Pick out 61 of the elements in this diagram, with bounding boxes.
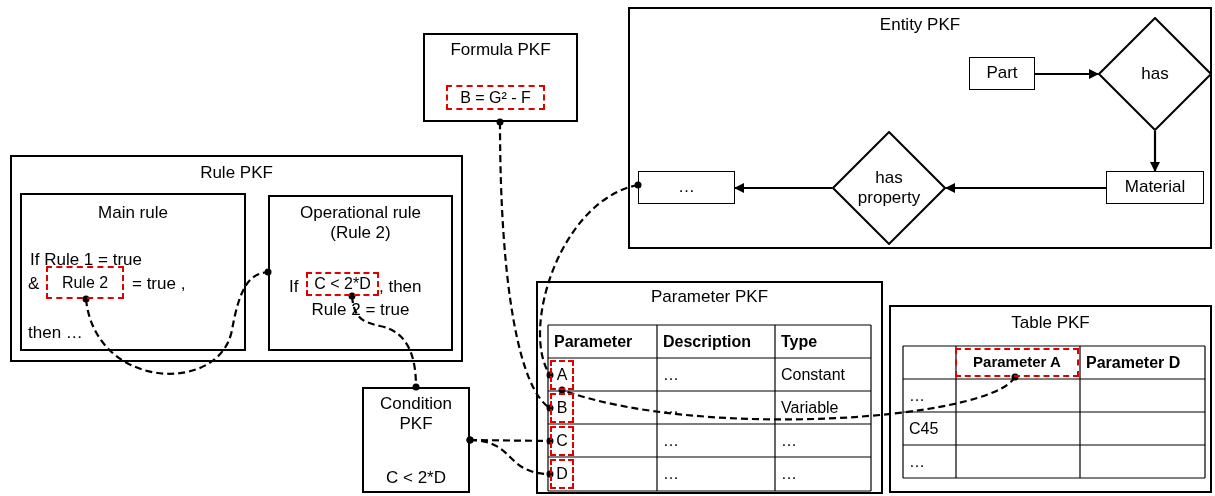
arrow bbox=[945, 183, 1106, 193]
box-title: Table PKF bbox=[1010, 313, 1091, 334]
relation-diamond bbox=[832, 131, 946, 245]
cell-value: … bbox=[781, 464, 797, 484]
connector-line bbox=[466, 436, 554, 478]
group-box bbox=[889, 305, 1212, 493]
rule-text: If bbox=[289, 277, 299, 298]
entity-box: Part bbox=[969, 57, 1035, 90]
arrow bbox=[734, 183, 832, 193]
box-title: Entity PKF bbox=[878, 15, 962, 36]
highlight-box: Rule 2 bbox=[46, 266, 124, 299]
column-header: Type bbox=[781, 332, 818, 352]
box-title: Parameter PKF bbox=[649, 287, 770, 308]
cell-value: … bbox=[663, 365, 679, 385]
column-header: Parameter D bbox=[1086, 353, 1181, 373]
arrow bbox=[1035, 69, 1099, 79]
group-box bbox=[10, 155, 463, 362]
cell-value: Constant bbox=[781, 365, 846, 385]
rule-box bbox=[268, 195, 453, 351]
connector-line bbox=[82, 268, 272, 375]
row-label: … bbox=[909, 386, 925, 406]
connector-line bbox=[348, 292, 420, 391]
rule-box bbox=[20, 193, 246, 351]
box-title: Formula PKF bbox=[449, 40, 552, 61]
highlight-box: C < 2*D bbox=[306, 272, 379, 296]
column-header: Parameter bbox=[554, 332, 633, 352]
connector-line bbox=[496, 118, 554, 412]
row-label: C45 bbox=[909, 419, 939, 439]
condition-text: C < 2*D bbox=[385, 468, 447, 489]
cell-value: Variable bbox=[781, 398, 839, 418]
connector-line bbox=[539, 181, 642, 379]
entity-box: … bbox=[638, 171, 735, 204]
box-title: Rule PKF bbox=[199, 163, 274, 184]
group-box bbox=[628, 7, 1212, 249]
highlight-box: C bbox=[550, 426, 574, 456]
group-box bbox=[423, 33, 578, 122]
cell-value: … bbox=[781, 431, 797, 451]
diamond-label: has bbox=[1140, 64, 1170, 85]
entity-box: Material bbox=[1106, 171, 1204, 204]
rule-text: = true , bbox=[132, 274, 186, 295]
condition-box bbox=[362, 387, 470, 493]
row-label: … bbox=[909, 452, 925, 472]
highlight-box: A bbox=[550, 360, 574, 390]
highlight-box: B bbox=[550, 393, 574, 423]
rule-text: , then bbox=[379, 277, 422, 298]
relation-diamond bbox=[1098, 17, 1212, 131]
connector-line bbox=[558, 373, 1019, 421]
column-header: Description bbox=[663, 332, 751, 352]
highlight-box: D bbox=[550, 459, 574, 489]
rule-text: & bbox=[28, 274, 40, 295]
diamond-label: has property bbox=[856, 167, 922, 209]
rule-text: then … bbox=[28, 323, 83, 344]
box-title: Operational rule (Rule 2) bbox=[299, 203, 422, 244]
box-title: Condition PKF bbox=[379, 394, 453, 435]
cell-value: … bbox=[663, 464, 679, 484]
cell-value: … bbox=[663, 431, 679, 451]
highlight-box: B = G² - F bbox=[446, 85, 545, 110]
box-title: Main rule bbox=[97, 203, 169, 224]
highlight-box: Parameter A bbox=[955, 348, 1079, 377]
arrow bbox=[1150, 131, 1160, 172]
group-box bbox=[536, 281, 883, 494]
